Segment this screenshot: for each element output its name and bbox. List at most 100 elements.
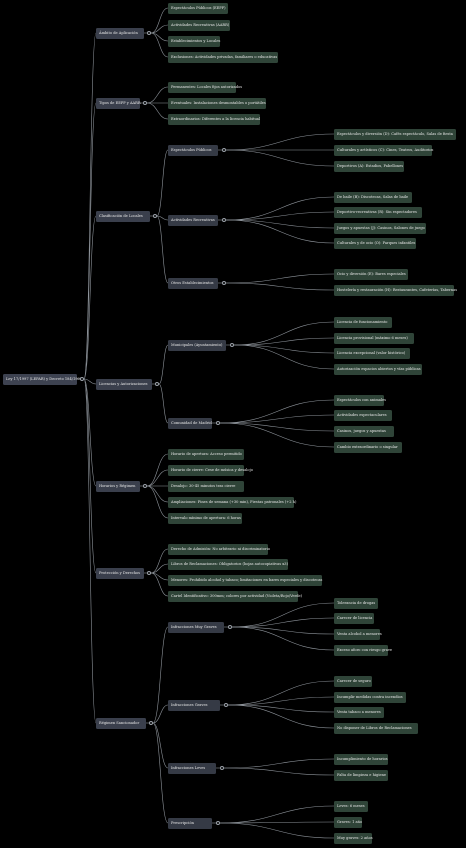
leaf-ocio-y-diversion-e-bares-especiales[interactable]: Ocio y diversión (E): Bares especiales — [334, 268, 408, 280]
leaf-exclusiones-actividades-privadas-familia[interactable]: Exclusiones: Actividades privadas, famil… — [168, 51, 278, 63]
leaf-extraordinarios-diferentes-a-la-licencia[interactable]: Extraordinarios: Diferentes a la licenci… — [168, 113, 260, 125]
link-comunidad-de-madrid-casinos-juegos-y-apuestas — [219, 422, 335, 432]
subbranch-comunidad-de-madrid[interactable]: Comunidad de Madrid — [168, 417, 212, 429]
branch-ambito-de-aplicacion[interactable]: Ámbito de Aplicación — [96, 27, 144, 39]
leaf-culturales-y-de-ocio-o-parques-infantile[interactable]: Culturales y de ocio (O): Parques infant… — [334, 237, 416, 249]
leaf-licencia-provisional-maximo-6-meses[interactable]: Licencia provisional (máximo 6 meses) — [334, 332, 414, 344]
leaf-horario-de-cierre-cese-de-musica-y-desal[interactable]: Horario de cierre: Cese de música y desa… — [168, 464, 253, 476]
branch-regimen-sancionador[interactable]: Régimen Sancionador — [96, 717, 146, 729]
subbranch-infracciones-leves[interactable]: Infracciones Leves — [168, 762, 216, 774]
leaf-cambio-extraordinario-o-singular-label: Cambio extraordinario o singular — [337, 444, 398, 449]
leaf-autorizacion-espacios-abiertos-y-vias-pu[interactable]: Autorización espacios abiertos y vías pú… — [334, 363, 422, 375]
knob-ambito-de-aplicacion[interactable] — [147, 31, 151, 35]
link-comunidad-de-madrid-cambio-extraordinario-o-singular — [219, 422, 335, 448]
leaf-establecimientos-y-locales[interactable]: Establecimientos y Locales — [168, 35, 220, 47]
leaf-deportivo-recreativas-r-sin-espectadores[interactable]: Deportivo-recreativas (R): Sin espectado… — [334, 206, 422, 218]
leaf-falta-de-limpieza-e-higiene[interactable]: Falta de limpieza e higiene — [334, 769, 388, 781]
knob-proteccion-y-derechos[interactable] — [147, 571, 151, 575]
branch-licencias-y-autorizaciones[interactable]: Licencias y Autorizaciones — [96, 378, 152, 390]
subbranch-infracciones-muy-graves-label: Infracciones Muy Graves — [171, 624, 217, 629]
knob-comunidad-de-madrid[interactable] — [216, 421, 220, 425]
knob-prescripcion[interactable] — [216, 821, 220, 825]
link-espectaculos-publicos-espectaculos-y-diversion-d-cafes-especta — [225, 133, 335, 151]
leaf-incumplimiento-de-horarios[interactable]: Incumplimiento de horarios — [334, 753, 388, 765]
link-horarios-y-regimen-intervalo-minimo-de-apertura-6-horas — [146, 485, 169, 519]
knob-regimen-sancionador[interactable] — [149, 721, 153, 725]
link-infracciones-graves-venta-tabaco-a-menores — [227, 704, 335, 713]
leaf-no-disponer-de-libros-de-reclamaciones[interactable]: No disponer de Libros de Reclamaciones — [334, 722, 418, 734]
leaf-muy-graves-2-anos[interactable]: Muy graves: 2 años — [334, 832, 373, 844]
branch-proteccion-y-derechos[interactable]: Protección y Derechos — [96, 567, 144, 579]
leaf-licencia-de-funcionamiento[interactable]: Licencia de funcionamiento — [334, 316, 392, 328]
leaf-espectaculos-publicos-eepp[interactable]: Espectáculos Públicos (EEPP) — [168, 2, 228, 14]
link-infracciones-muy-graves-exceso-aforo-con-riesgo-grave — [231, 626, 335, 651]
leaf-desalojo-30-45-minutos-tras-cierre[interactable]: Desalojo: 30-45 minutos tras cierre — [168, 480, 244, 492]
subbranch-infracciones-muy-graves[interactable]: Infracciones Muy Graves — [168, 621, 224, 633]
root-node[interactable]: Ley 17/1997 (LEPAR) y Decreto 184/1998 — [3, 373, 82, 385]
leaf-hosteleria-y-restauracion-h-restaurantes[interactable]: Hostelería y restauración (H): Restauran… — [334, 284, 457, 296]
leaf-cartel-identificativo-300mm-colores-por-[interactable]: Cartel Identificativo: 300mm; colores po… — [168, 590, 302, 602]
root-collapse-knob[interactable] — [80, 377, 84, 381]
leaf-espectaculos-con-animales[interactable]: Espectáculos con animales — [334, 394, 386, 406]
leaf-actividades-recreativas-aarr[interactable]: Actividades Recreativas (AARR) — [168, 19, 230, 31]
leaf-juegos-y-apuestas-j-casinos-salones-de-j[interactable]: Juegos y apuestas (J): Casinos, Salones … — [334, 222, 426, 234]
leaf-incumplir-medidas-contra-incendios-label: Incumplir medidas contra incendios — [337, 694, 403, 699]
subbranch-municipales-ayuntamiento[interactable]: Municipales (Ayuntamiento) — [168, 339, 226, 351]
branch-tipos-de-eepp-y-aarr[interactable]: Tipos de EEPP y AARR — [96, 97, 141, 109]
leaf-horario-de-apertura-acceso-permitido[interactable]: Horario de apertura: Acceso permitido — [168, 448, 244, 460]
subbranch-prescripcion[interactable]: Prescripción — [168, 817, 212, 829]
leaf-venta-alcohol-a-menores[interactable]: Venta alcohol a menores — [334, 628, 382, 640]
leaf-permanentes-locales-fijos-autorizados[interactable]: Permanentes: Locales fijos autorizados — [168, 81, 242, 93]
leaf-intervalo-minimo-de-apertura-6-horas[interactable]: Intervalo mínimo de apertura: 6 horas — [168, 512, 242, 524]
leaf-ampliaciones-fines-de-semana-30-min-fies[interactable]: Ampliaciones: Fines de semana (+30 min),… — [168, 496, 296, 508]
knob-horarios-y-regimen[interactable] — [143, 484, 147, 488]
branch-horarios-y-regimen[interactable]: Horarios y Régimen — [96, 480, 140, 492]
knob-infracciones-leves[interactable] — [220, 766, 224, 770]
leaf-menores-prohibido-alcohol-y-tabaco-limit[interactable]: Menores: Prohibido alcohol y tabaco; lim… — [168, 574, 322, 586]
leaf-actividades-espectaculares[interactable]: Actividades espectaculares — [334, 409, 392, 421]
subbranch-infracciones-graves[interactable]: Infracciones Graves — [168, 699, 220, 711]
leaf-deportivos-a-estadios-pabellones[interactable]: Deportivos (A): Estadios, Pabellones — [334, 160, 404, 172]
leaf-culturales-y-artisticos-c-cines-teatros-[interactable]: Culturales y artísticos (C): Cines, Teat… — [334, 144, 433, 156]
leaf-casinos-juegos-y-apuestas[interactable]: Casinos, juegos y apuestas — [334, 425, 394, 437]
leaf-incumplir-medidas-contra-incendios[interactable]: Incumplir medidas contra incendios — [334, 691, 406, 703]
leaf-deportivo-recreativas-r-sin-espectadores-label: Deportivo-recreativas (R): Sin espectado… — [337, 209, 417, 214]
knob-clasificacion-de-locales[interactable] — [153, 214, 157, 218]
link-municipales-ayuntamiento-licencia-de-funcionamiento — [233, 321, 335, 346]
knob-tipos-de-eepp-y-aarr[interactable] — [143, 101, 147, 105]
link-comunidad-de-madrid-actividades-espectaculares — [219, 414, 335, 424]
leaf-cambio-extraordinario-o-singular[interactable]: Cambio extraordinario o singular — [334, 441, 402, 453]
leaf-carecer-de-seguro[interactable]: Carecer de seguro — [334, 675, 372, 687]
knob-licencias-y-autorizaciones[interactable] — [155, 382, 159, 386]
leaf-espectaculos-y-diversion-d-cafes-especta[interactable]: Espectáculos y diversión (D): Cafés espe… — [334, 128, 456, 140]
link-infracciones-muy-graves-tolerancia-de-drogas — [231, 602, 335, 628]
leaf-venta-tabaco-a-menores[interactable]: Venta tabaco a menores — [334, 706, 384, 718]
knob-espectaculos-publicos[interactable] — [222, 148, 226, 152]
branch-clasificacion-de-locales[interactable]: Clasificación de Locales — [96, 210, 150, 222]
leaf-tolerancia-de-drogas[interactable]: Tolerancia de drogas — [334, 597, 378, 609]
knob-otros-establecimientos[interactable] — [222, 281, 226, 285]
subbranch-infracciones-graves-label: Infracciones Graves — [171, 702, 208, 707]
leaf-leves-6-meses[interactable]: Leves: 6 meses — [334, 800, 368, 812]
leaf-licencia-excepcional-valor-historico[interactable]: Licencia excepcional (valor histórico) — [334, 347, 410, 359]
leaf-de-baile-b-discotecas-salas-de-baile[interactable]: De baile (B): Discotecas, Salas de baile — [334, 191, 412, 203]
subbranch-otros-establecimientos[interactable]: Otros Establecimientos — [168, 277, 218, 289]
link-infracciones-leves-incumplimiento-de-horarios — [223, 758, 335, 769]
leaf-derecho-de-admision-no-arbitrario-ni-dis[interactable]: Derecho de Admisión: No arbitrario ni di… — [168, 543, 270, 555]
link-proteccion-y-derechos-cartel-identificativo-300mm-colores-por- — [150, 572, 169, 597]
knob-infracciones-muy-graves[interactable] — [228, 625, 232, 629]
link-root-proteccion-y-derechos — [83, 378, 97, 574]
leaf-carecer-de-licencia-label: Carecer de licencia — [337, 615, 373, 620]
leaf-eventuales-instalaciones-desmontables-o-[interactable]: Eventuales: Instalaciones desmontables o… — [168, 97, 266, 109]
knob-actividades-recreativas[interactable] — [222, 218, 226, 222]
branch-ambito-de-aplicacion-label: Ámbito de Aplicación — [99, 30, 138, 35]
leaf-exceso-aforo-con-riesgo-grave[interactable]: Exceso aforo con riesgo grave — [334, 644, 392, 656]
leaf-graves-1-ano[interactable]: Graves: 1 año — [334, 816, 362, 828]
subbranch-espectaculos-publicos[interactable]: Espectáculos Públicos — [168, 144, 218, 156]
knob-infracciones-graves[interactable] — [224, 703, 228, 707]
leaf-autorizacion-espacios-abiertos-y-vias-pu-label: Autorización espacios abiertos y vías pú… — [337, 366, 421, 371]
knob-municipales-ayuntamiento[interactable] — [230, 343, 234, 347]
leaf-libros-de-reclamaciones-obligatorios-hoj[interactable]: Libros de Reclamaciones: Obligatorios (h… — [168, 558, 288, 570]
subbranch-actividades-recreativas[interactable]: Actividades Recreativas — [168, 214, 218, 226]
leaf-carecer-de-licencia[interactable]: Carecer de licencia — [334, 612, 374, 624]
